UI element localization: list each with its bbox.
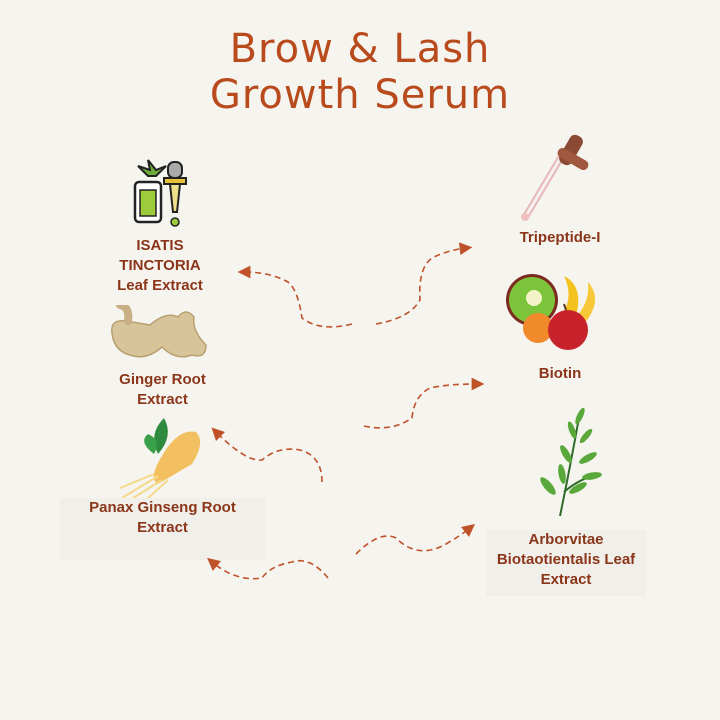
arborvitae-label-line: Arborvitae (528, 531, 604, 548)
isatis-label-line: TINCTORIA (119, 257, 201, 274)
arrow-to-arborvitae (355, 524, 475, 555)
ginger-label-line: Extract (137, 391, 188, 408)
arrow-to-biotin (363, 377, 485, 429)
jar-and-dropper-icon (133, 159, 187, 227)
ginger-label-line: Ginger Root (119, 371, 206, 388)
ginseng-icon (119, 418, 201, 500)
title-line-2: Growth Serum (209, 72, 511, 118)
ginger-icon (111, 305, 207, 358)
arrow-to-ginseng (211, 427, 323, 483)
ginseng-label-line: Panax Ginseng Root (89, 499, 236, 516)
isatis-label-line: ISATIS (136, 237, 184, 254)
title-line-1: Brow & Lash (229, 26, 491, 72)
leaf-branch-icon (540, 408, 602, 517)
biotin-label: Biotin (538, 365, 582, 382)
tripeptide-label: Tripeptide-I (519, 229, 601, 246)
dropper-icon (521, 134, 589, 221)
arrow-to-tripeptide (375, 242, 473, 325)
arrow-to-ginger-bottom (207, 557, 329, 580)
arborvitae-label-line: Extract (540, 571, 592, 588)
arrow-to-isatis (237, 265, 353, 328)
isatis-label-line: Leaf Extract (117, 277, 203, 294)
ginseng-label-line: Extract (137, 519, 188, 536)
fruits-icon (506, 274, 596, 350)
arborvitae-label-line: Biotaotientalis Leaf (496, 551, 636, 568)
